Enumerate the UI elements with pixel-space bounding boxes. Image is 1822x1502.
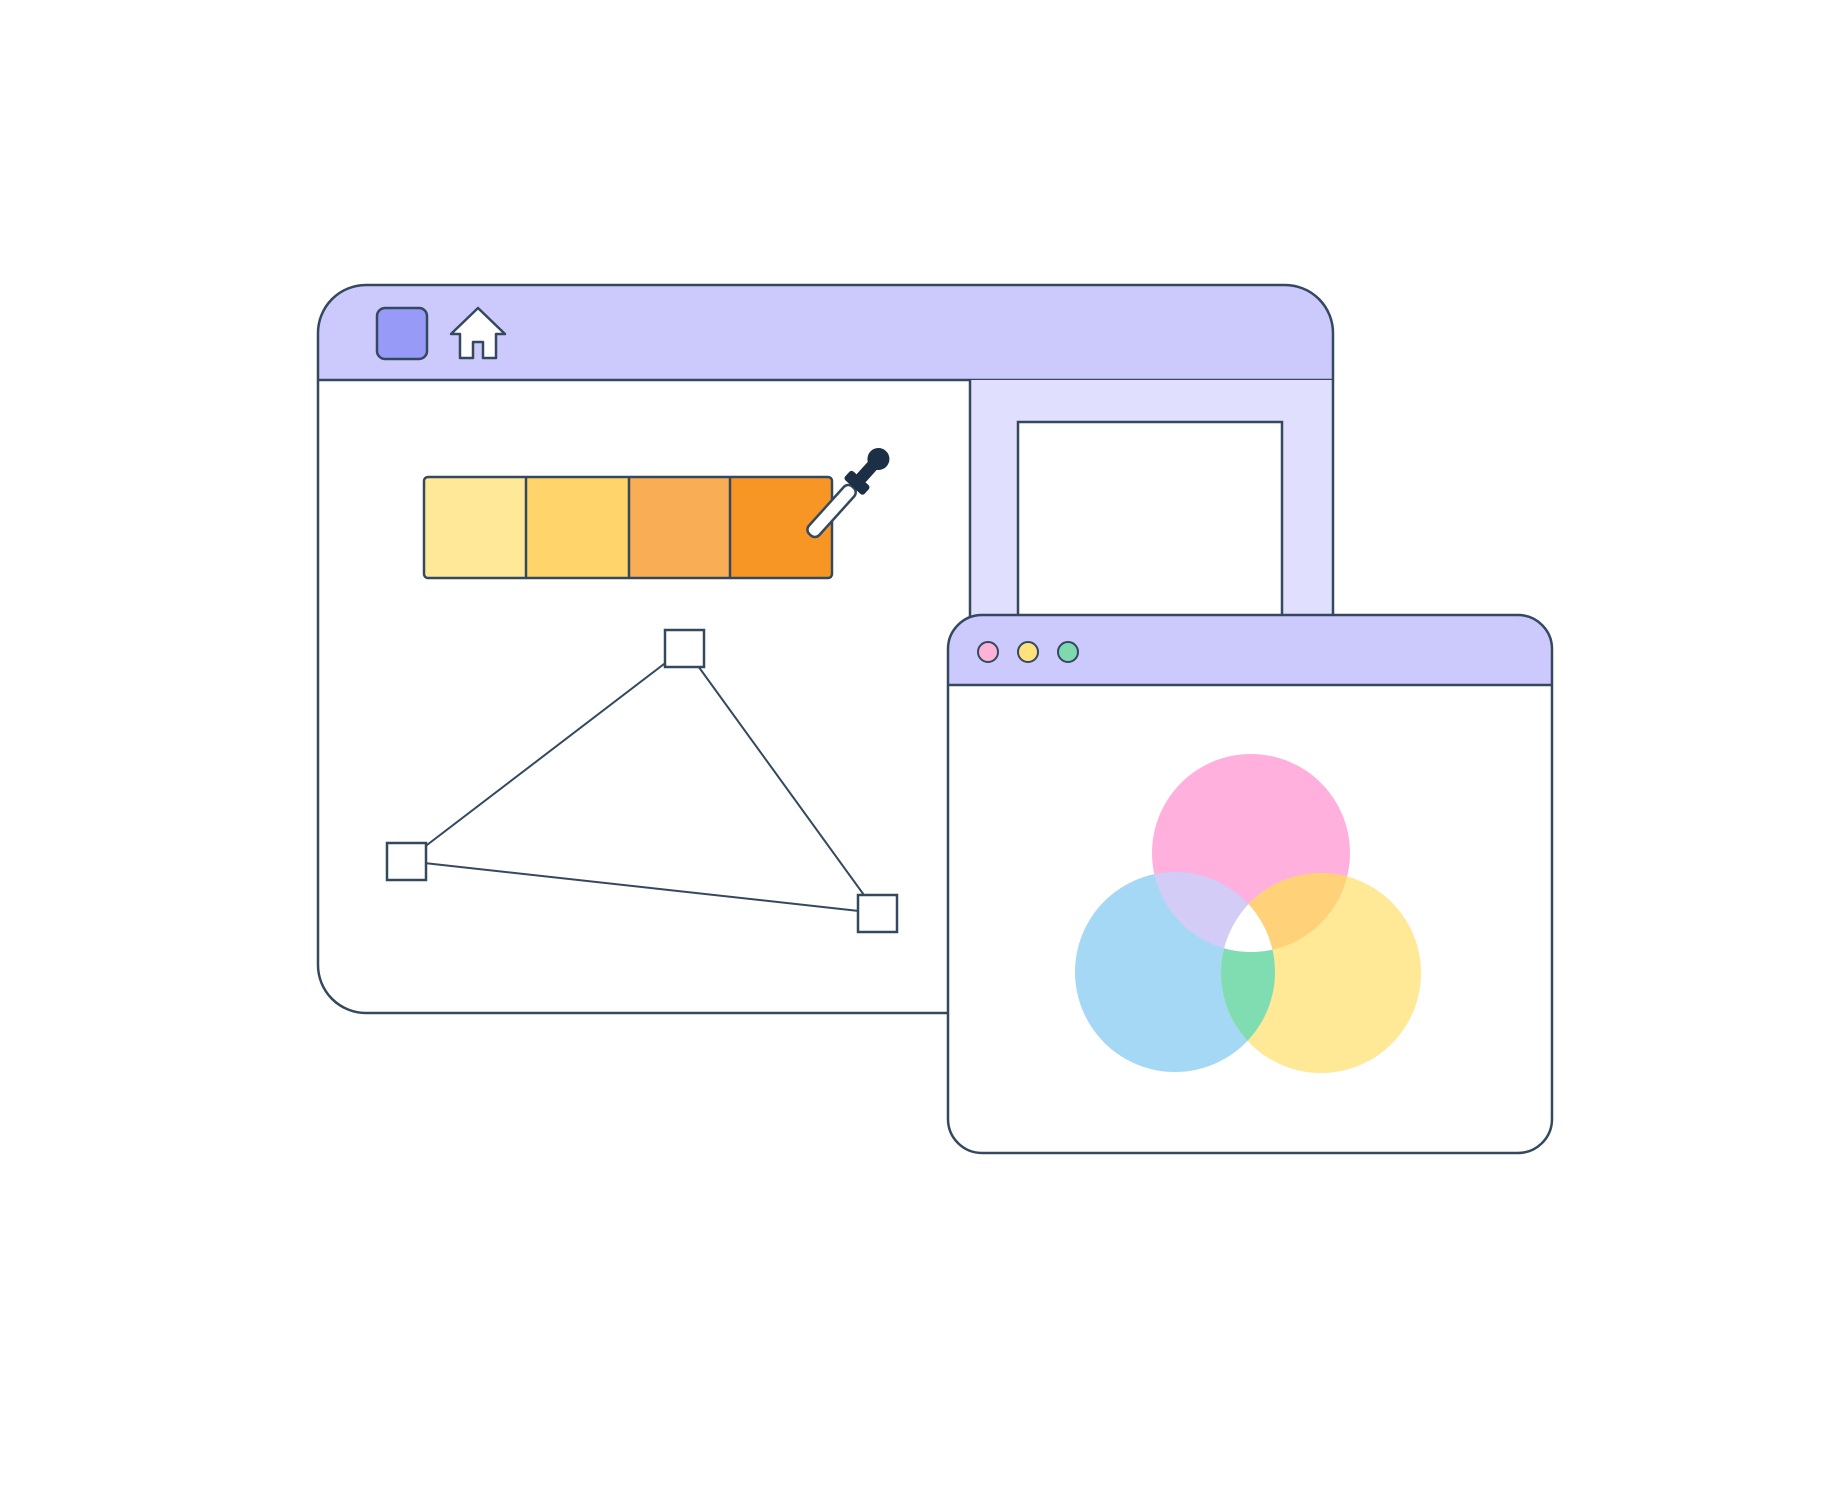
color-palette	[422, 475, 834, 580]
venn-overlap-pink-yellow	[1221, 873, 1350, 952]
vector-shape	[385, 628, 899, 934]
color-venn-diagram	[1075, 754, 1421, 1073]
eyedropper-icon[interactable]	[801, 442, 896, 543]
shape-node-right[interactable]	[856, 893, 899, 934]
palette-swatch-2[interactable]	[526, 477, 629, 578]
front-window	[946, 613, 1554, 1155]
window-minimize-dot[interactable]	[1017, 641, 1039, 663]
home-icon[interactable]	[449, 306, 507, 360]
palette-swatch-1[interactable]	[424, 477, 526, 578]
venn-overlap-pink-blue	[1152, 872, 1275, 952]
window-maximize-dot[interactable]	[1057, 641, 1079, 663]
window-close-dot[interactable]	[977, 641, 999, 663]
palette-frame	[422, 475, 834, 580]
shape-node-left[interactable]	[385, 841, 428, 882]
square-app-icon[interactable]	[375, 306, 429, 361]
front-window-frame	[946, 613, 1554, 1155]
palette-swatch-3[interactable]	[629, 477, 730, 578]
front-window-titlebar	[948, 615, 1552, 685]
shape-node-top[interactable]	[663, 628, 706, 669]
